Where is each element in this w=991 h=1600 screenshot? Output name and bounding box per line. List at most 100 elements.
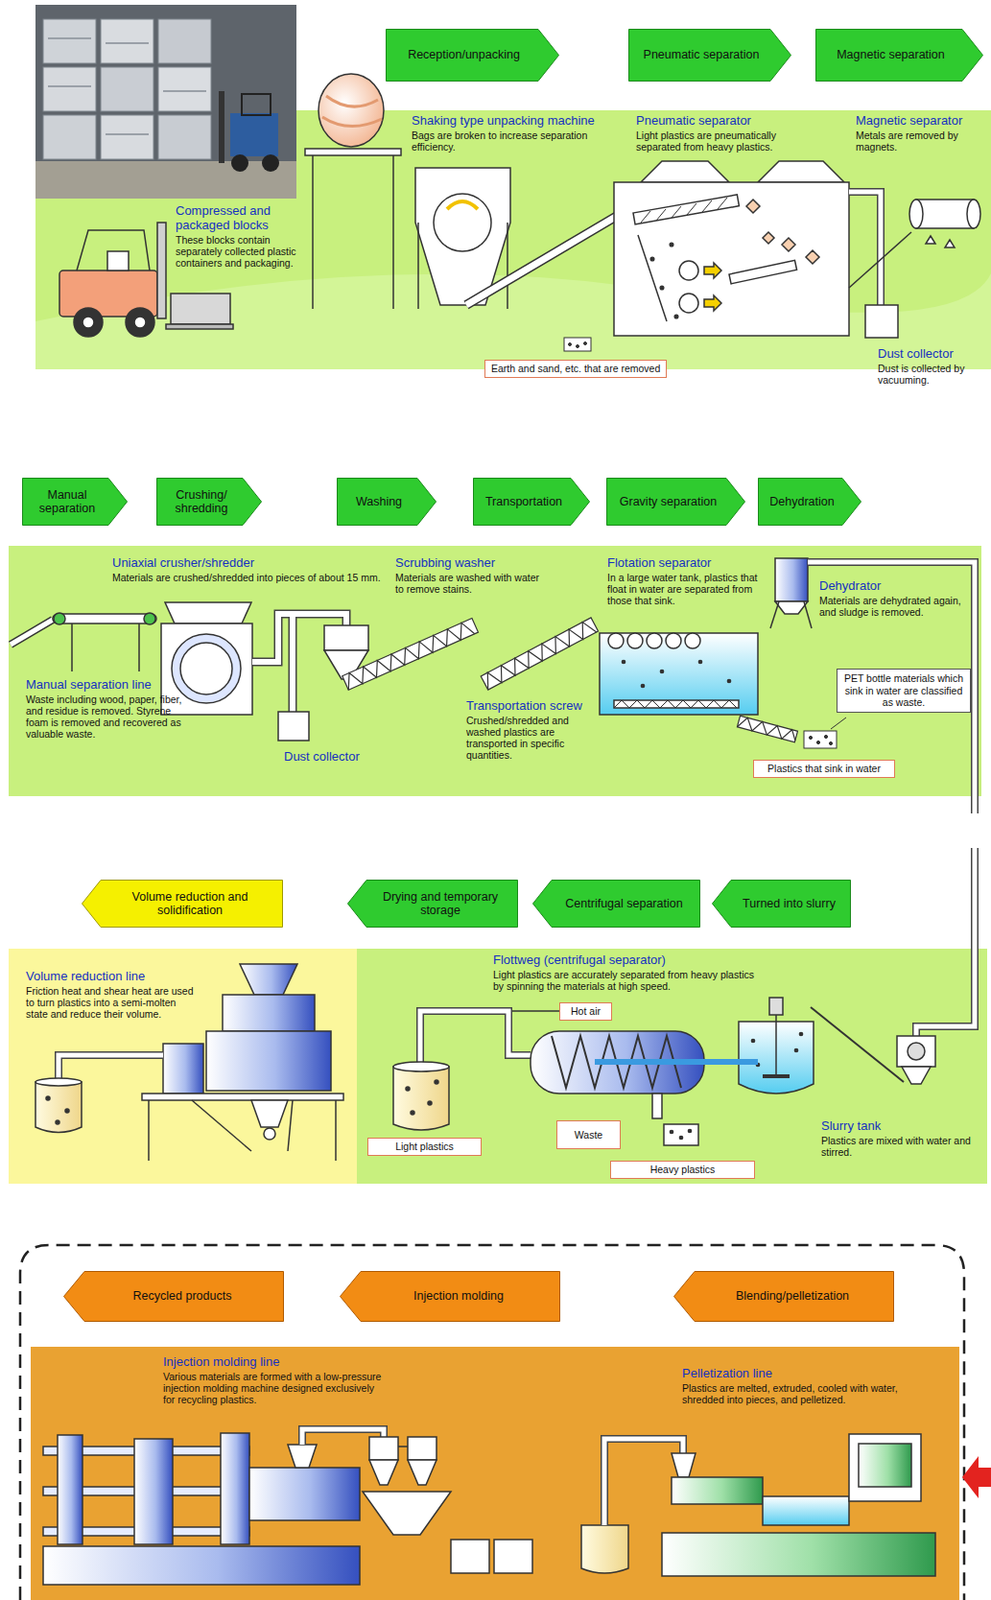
caption-heading: Shaking type unpacking machine [411, 114, 623, 129]
dehydrator [770, 601, 779, 629]
bale-photo [230, 113, 279, 157]
bale-photo [43, 115, 96, 160]
box-label: Heavy plastics [650, 1163, 716, 1177]
caption-heading: Pneumatic separator [636, 114, 814, 129]
screw-conveyor [342, 619, 475, 690]
duct [916, 848, 975, 1037]
step-label: Dehydration [769, 495, 834, 509]
screw-conveyor [736, 715, 798, 743]
pneumatic-separator [729, 259, 798, 284]
volume-reduction-machine [163, 1043, 204, 1094]
process-step-arrow: Manual separation [22, 477, 128, 526]
caption-heading: Dehydrator [819, 579, 968, 594]
dust-collector [849, 191, 881, 306]
volume-reduction-machine [334, 1100, 337, 1161]
duct [420, 1011, 531, 1067]
volume-reduction-machine [147, 1100, 150, 1161]
sink-tray [824, 734, 827, 738]
slurry-tank [751, 1038, 755, 1042]
duct [512, 1010, 560, 1013]
unpacking-machine [322, 95, 382, 127]
magnetic-separator [849, 199, 981, 288]
cyclone [494, 1539, 533, 1574]
unpacking-machine [506, 222, 509, 309]
screw-conveyor [480, 618, 597, 690]
storage-bin [427, 1101, 432, 1106]
cyclone [407, 1460, 437, 1486]
caption-text: Bags are broken to increase separation e… [411, 129, 623, 153]
cyclone [901, 1066, 931, 1085]
process-step-arrow: Dehydration [757, 477, 862, 526]
dirt-tray [564, 337, 591, 352]
injection-molding-machine [287, 1444, 317, 1468]
storage-bin [46, 1096, 50, 1101]
forklift [170, 293, 231, 325]
process-step-arrow: Transportation [472, 477, 590, 526]
bale-photo [35, 161, 297, 199]
unpacking-machine [318, 73, 384, 147]
step-label: Turned into slurry [742, 896, 836, 911]
pneumatic-separator [757, 161, 845, 183]
pelletizer [661, 1533, 936, 1577]
unpacking-machine [305, 73, 511, 309]
step-label: Gravity separation [619, 495, 717, 509]
sink-tray [803, 717, 847, 749]
injection-molding-machine [57, 1435, 83, 1545]
centrifuge [669, 1130, 673, 1133]
process-band [8, 545, 982, 797]
bale-photo [100, 19, 154, 64]
pneumatic-separator [613, 161, 850, 336]
step-label: Reception/unpacking [407, 47, 520, 62]
arrow-shape [23, 478, 128, 526]
arrow-shape [157, 478, 262, 526]
bale-photo [100, 115, 154, 160]
dirt-tray [584, 342, 588, 346]
caption-heading: Volume reduction line [25, 969, 199, 985]
flotation-tank [660, 669, 663, 673]
pneumatic-separator [679, 293, 699, 313]
step-label: Recycled products [133, 1289, 233, 1303]
unpacking-machine [392, 155, 395, 309]
bale-photo [43, 19, 96, 64]
volume-reduction-machine [141, 1093, 344, 1101]
box-label: Plastics that sink in water [767, 762, 881, 776]
bale-photo [158, 115, 212, 160]
dirt-tray [564, 337, 591, 352]
caption-text: Dust is collected by vacuuming. [877, 362, 986, 386]
step-label: Blending/pelletization [735, 1289, 850, 1303]
sink-tray [816, 740, 820, 744]
cyclone [896, 1036, 936, 1085]
dust-collector [278, 711, 309, 741]
manual-sorting-belt [143, 613, 156, 625]
pneumatic-separator [660, 285, 664, 290]
pneumatic-separator [704, 262, 722, 279]
manual-sorting-belt [10, 619, 53, 645]
conveyor [810, 1007, 904, 1083]
pelletizer [671, 1453, 696, 1478]
arrow-shape [712, 880, 851, 928]
centrifuge [663, 1124, 699, 1146]
duct [58, 1055, 164, 1083]
injection-molding-machine [134, 1439, 173, 1545]
injection-molding-machine [220, 1433, 250, 1545]
step-label: Injection molding [413, 1289, 504, 1303]
flotation-tank [665, 633, 682, 649]
bale-photo [43, 67, 96, 112]
storage-bin [434, 1080, 439, 1085]
caption-heading: Injection molding line [163, 1355, 389, 1370]
volume-reduction-machine [206, 1031, 331, 1091]
duct [916, 848, 975, 1037]
caption-text: Waste including wood, paper, fiber, and … [25, 693, 189, 740]
duct [420, 1011, 531, 1067]
centrifuge [594, 1059, 758, 1065]
pneumatic-separator [669, 242, 674, 247]
note-box: Heavy plastics [610, 1160, 756, 1180]
dehydrator [770, 558, 812, 629]
bale-photo [241, 94, 271, 116]
process-step-arrow: Centrifugal separation [532, 879, 701, 928]
unpacking-machine [447, 201, 478, 210]
injection-molding-machine [43, 1433, 360, 1585]
screw-conveyor [480, 617, 598, 690]
arrow-shape [533, 880, 701, 928]
step-label: Pneumatic separation [643, 47, 760, 62]
